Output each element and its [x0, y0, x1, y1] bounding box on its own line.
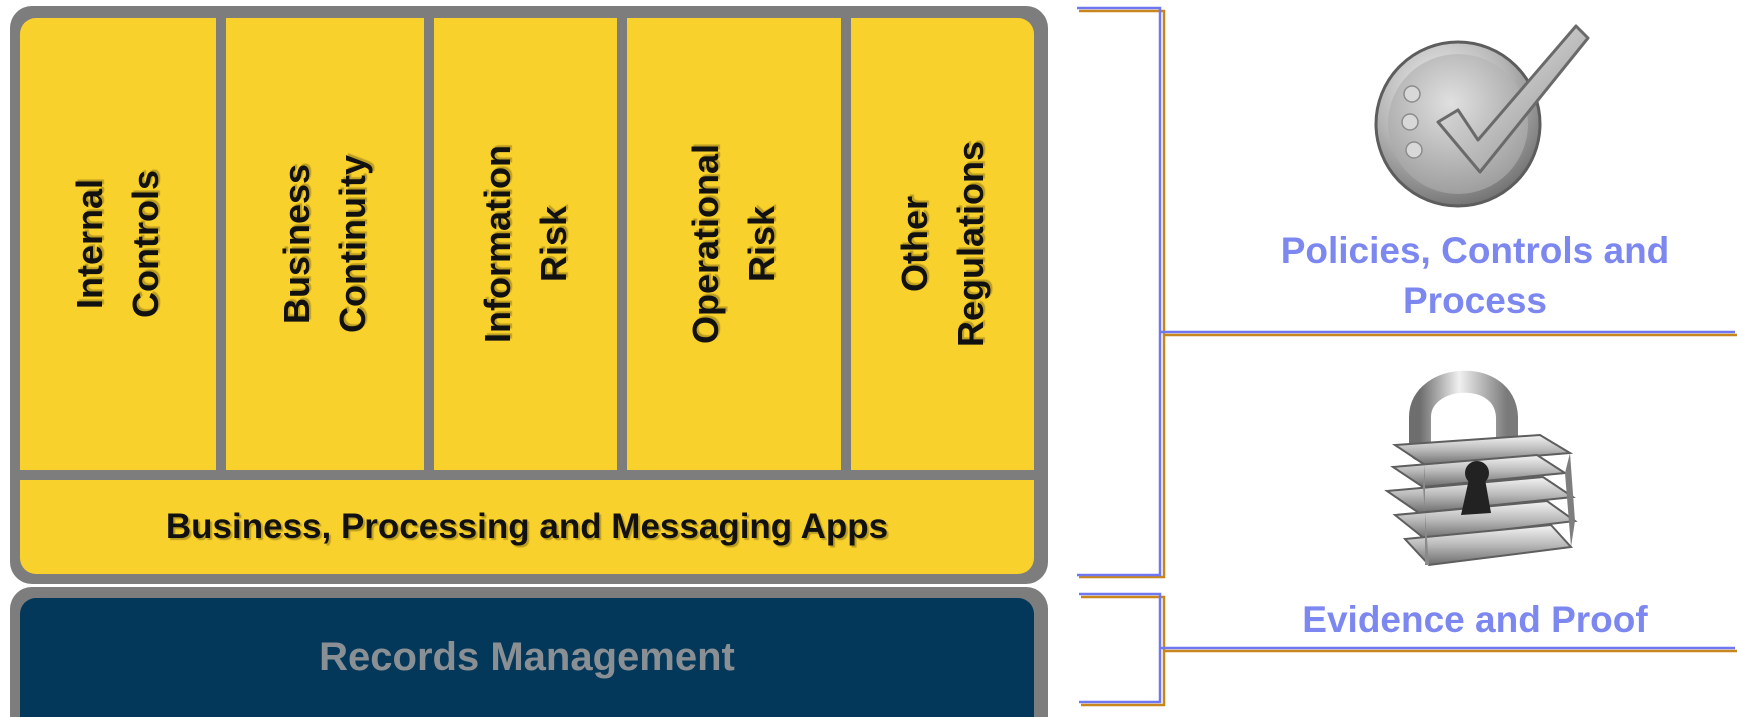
column-operational-risk: Operational Risk: [627, 18, 841, 470]
checkmark-badge-icon: [1374, 24, 1590, 208]
column-business-continuity: Business Continuity: [226, 18, 424, 470]
column-information-risk: Information Risk: [434, 18, 617, 470]
column-internal-controls: Internal Controls: [20, 18, 216, 470]
padlock-icon: [1384, 370, 1578, 567]
evidence-label: Evidence and Proof: [1302, 599, 1648, 640]
policies-label: Policies, Controls and Process: [1280, 230, 1670, 321]
upper-bracket: [1077, 6, 1737, 579]
records-management-band: Records Management: [20, 598, 1034, 717]
records-management-label: Records Management: [319, 635, 735, 679]
lower-bracket: [1079, 592, 1737, 707]
column-other-regulations: Other Regulations: [851, 18, 1034, 470]
apps-label: Business, Processing and Messaging Apps: [165, 507, 889, 546]
apps-band: Business, Processing and Messaging Apps: [20, 480, 1034, 574]
